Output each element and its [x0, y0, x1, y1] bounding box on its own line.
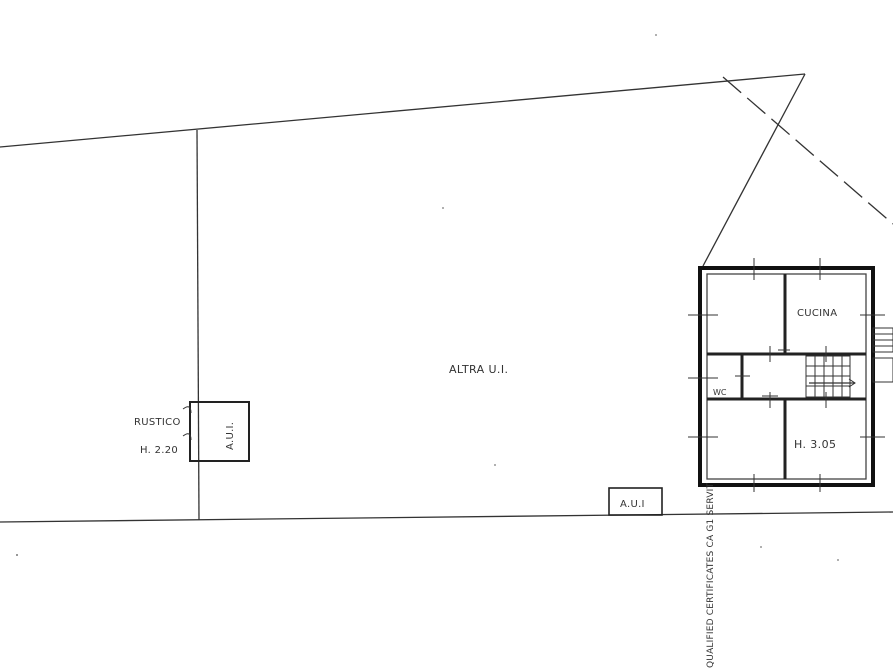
boundary-bottom-line	[0, 511, 893, 523]
rustico-height-label: H. 2.20	[140, 445, 178, 456]
scan-specks	[16, 34, 839, 561]
altra-ui-label: ALTRA U.I.	[449, 363, 508, 376]
boundary-diagonal-line	[702, 73, 806, 267]
room-height-label: H. 3.05	[794, 438, 836, 451]
cucina-label: CUCINA	[797, 308, 837, 319]
opening-marks	[688, 258, 885, 492]
boundary-dashed-line	[722, 76, 893, 225]
aui-bottom-outline	[608, 487, 663, 516]
property-boundary	[0, 73, 893, 523]
certificate-stamp: QUALIFIED CERTIFICATES CA G1 SERVIT	[706, 483, 716, 668]
interior-divider-line	[196, 129, 200, 521]
aui-bottom-box: A.U.I	[608, 487, 663, 516]
boundary-top-line	[0, 73, 806, 148]
rustico-outline	[189, 401, 250, 462]
wc-label: WC	[713, 388, 727, 397]
aui-bottom-label: A.U.I	[620, 499, 645, 510]
exterior-steps	[872, 327, 893, 383]
rustico-building: RUSTICO H. 2.20 A.U.I.	[134, 401, 250, 462]
rustico-aui-label: A.U.I.	[225, 422, 236, 450]
house-plan: CUCINA H. 3.05 WC	[688, 258, 893, 492]
staircase	[805, 355, 856, 398]
rustico-label: RUSTICO	[134, 417, 181, 428]
rustico-door-mark	[182, 406, 192, 441]
